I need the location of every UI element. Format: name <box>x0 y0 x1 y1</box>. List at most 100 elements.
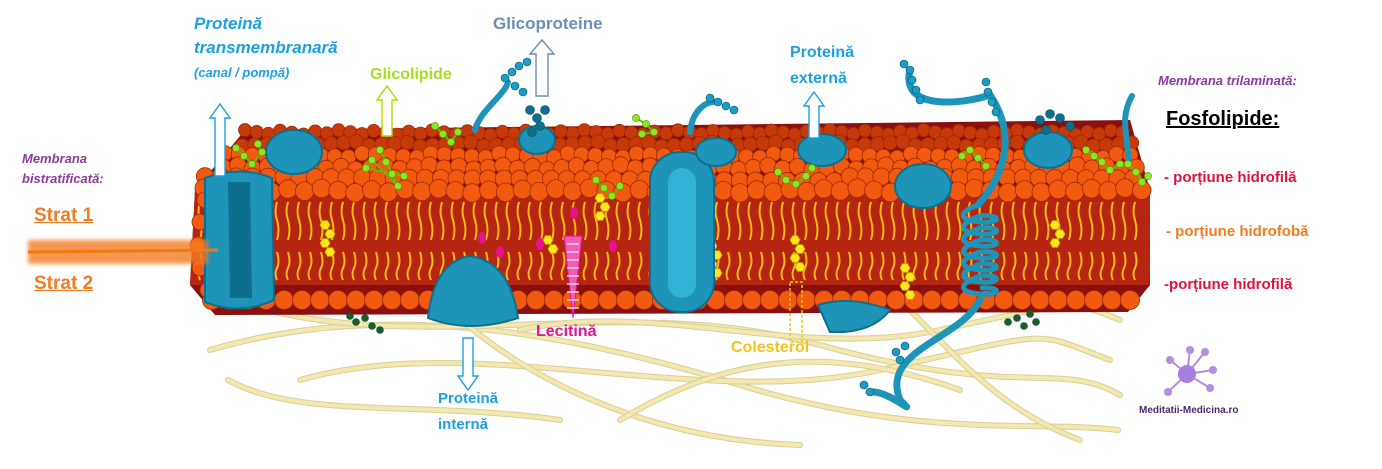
cholesterol-ring <box>319 220 331 230</box>
head-top <box>429 178 449 199</box>
glycolipid-chains <box>232 57 1152 397</box>
label-glycolipids: Glicolipide <box>370 66 452 83</box>
cholesterol-ring <box>324 229 336 239</box>
tail-bottom <box>1132 251 1138 281</box>
lecithin-head <box>609 240 617 252</box>
external-protein <box>797 133 847 167</box>
tail-bottom <box>923 251 929 281</box>
label-external-protein-1: Proteină <box>790 44 855 61</box>
tail-top <box>1099 201 1105 241</box>
transmembrane-channel <box>228 182 252 298</box>
tail-bottom <box>780 251 786 281</box>
head-top <box>741 124 755 139</box>
tail-top <box>373 201 379 241</box>
head-top <box>1081 178 1102 199</box>
tail-bottom <box>1044 251 1050 281</box>
head-top <box>864 180 884 201</box>
tail-top <box>769 201 775 241</box>
glycoprotein-strand <box>472 79 511 133</box>
head-top <box>412 181 432 202</box>
label-arrows <box>27 38 826 392</box>
head-top <box>495 182 516 203</box>
logo-atom <box>1166 356 1174 364</box>
tail-bottom <box>835 251 841 281</box>
head-top <box>946 135 962 151</box>
logo-icon <box>1164 346 1217 396</box>
tail-top <box>1110 201 1116 241</box>
cholesterol-ring <box>789 235 801 245</box>
head-top <box>1115 178 1135 198</box>
tail-bottom <box>725 251 731 281</box>
cholesterol-ring <box>794 244 806 254</box>
tail-top <box>274 201 280 241</box>
glycan-bead-green <box>1020 322 1028 330</box>
head-top <box>445 181 466 201</box>
tail-top <box>593 201 599 241</box>
label-transmembrane-protein-2: transmembranară <box>194 38 338 57</box>
glycolipid-chain <box>434 125 459 144</box>
head-top <box>797 181 817 202</box>
head-bottom <box>760 290 780 310</box>
tail-top <box>285 201 291 241</box>
head-top <box>1098 181 1119 201</box>
head-bottom <box>940 290 960 310</box>
tail-bottom <box>736 251 742 281</box>
tail-bottom <box>384 251 390 281</box>
tail-top <box>494 201 500 241</box>
cholesterol-ring <box>547 244 559 254</box>
lecithin-head <box>478 232 486 244</box>
tail-top <box>384 201 390 241</box>
head-bottom <box>580 290 600 310</box>
glycolipid-bead <box>362 164 370 172</box>
tail-bottom <box>285 251 291 281</box>
glycolipid-bead <box>376 146 384 154</box>
glycan-bead-dark <box>1045 109 1055 119</box>
cholesterol-ring <box>904 272 916 282</box>
tail-top <box>945 201 951 241</box>
cholesterol-ring <box>794 262 806 272</box>
head-top <box>295 181 315 201</box>
glycan-bead-green <box>346 312 354 320</box>
glycolipid-bead <box>638 130 646 138</box>
head-bottom <box>400 290 420 310</box>
tail-top <box>868 201 874 241</box>
tail-top <box>351 201 357 241</box>
tail-top <box>296 201 302 241</box>
glycolipid-bead <box>608 192 616 200</box>
tail-top <box>1033 201 1039 241</box>
tail-top <box>1121 201 1127 241</box>
head-bottom <box>328 290 348 310</box>
glycolipid-bead <box>232 144 240 152</box>
tail-top <box>538 201 544 241</box>
label-layer-1: Strat 1 <box>34 205 94 226</box>
tail-bottom <box>549 251 555 281</box>
glycan-bead <box>991 107 1001 117</box>
tail-bottom <box>758 251 764 281</box>
head-top <box>847 146 864 163</box>
tail-bottom <box>560 251 566 281</box>
head-bottom <box>778 290 798 310</box>
head-top <box>964 178 985 199</box>
head-top <box>963 125 978 140</box>
head-top <box>1103 123 1118 138</box>
tail-top <box>307 201 313 241</box>
head-top <box>413 126 428 141</box>
glycan-bead <box>721 101 731 111</box>
label-glycoproteins: Glicoproteine <box>493 14 603 33</box>
tail-bottom <box>582 251 588 281</box>
glycolipid-bead <box>447 138 455 146</box>
glycolipid-bead <box>650 128 658 136</box>
glycan-bead-dark <box>1035 115 1045 125</box>
head-bottom <box>346 290 366 310</box>
glycolipid-chain <box>961 148 987 167</box>
glycan-bead <box>981 77 991 87</box>
head-top <box>495 124 510 139</box>
tail-bottom <box>626 251 632 281</box>
head-bottom <box>274 290 294 310</box>
head-bottom <box>364 290 384 310</box>
glycan-bead <box>522 57 532 67</box>
head-top <box>354 145 371 162</box>
head-top <box>562 181 583 201</box>
internal-protein-2 <box>816 300 892 334</box>
